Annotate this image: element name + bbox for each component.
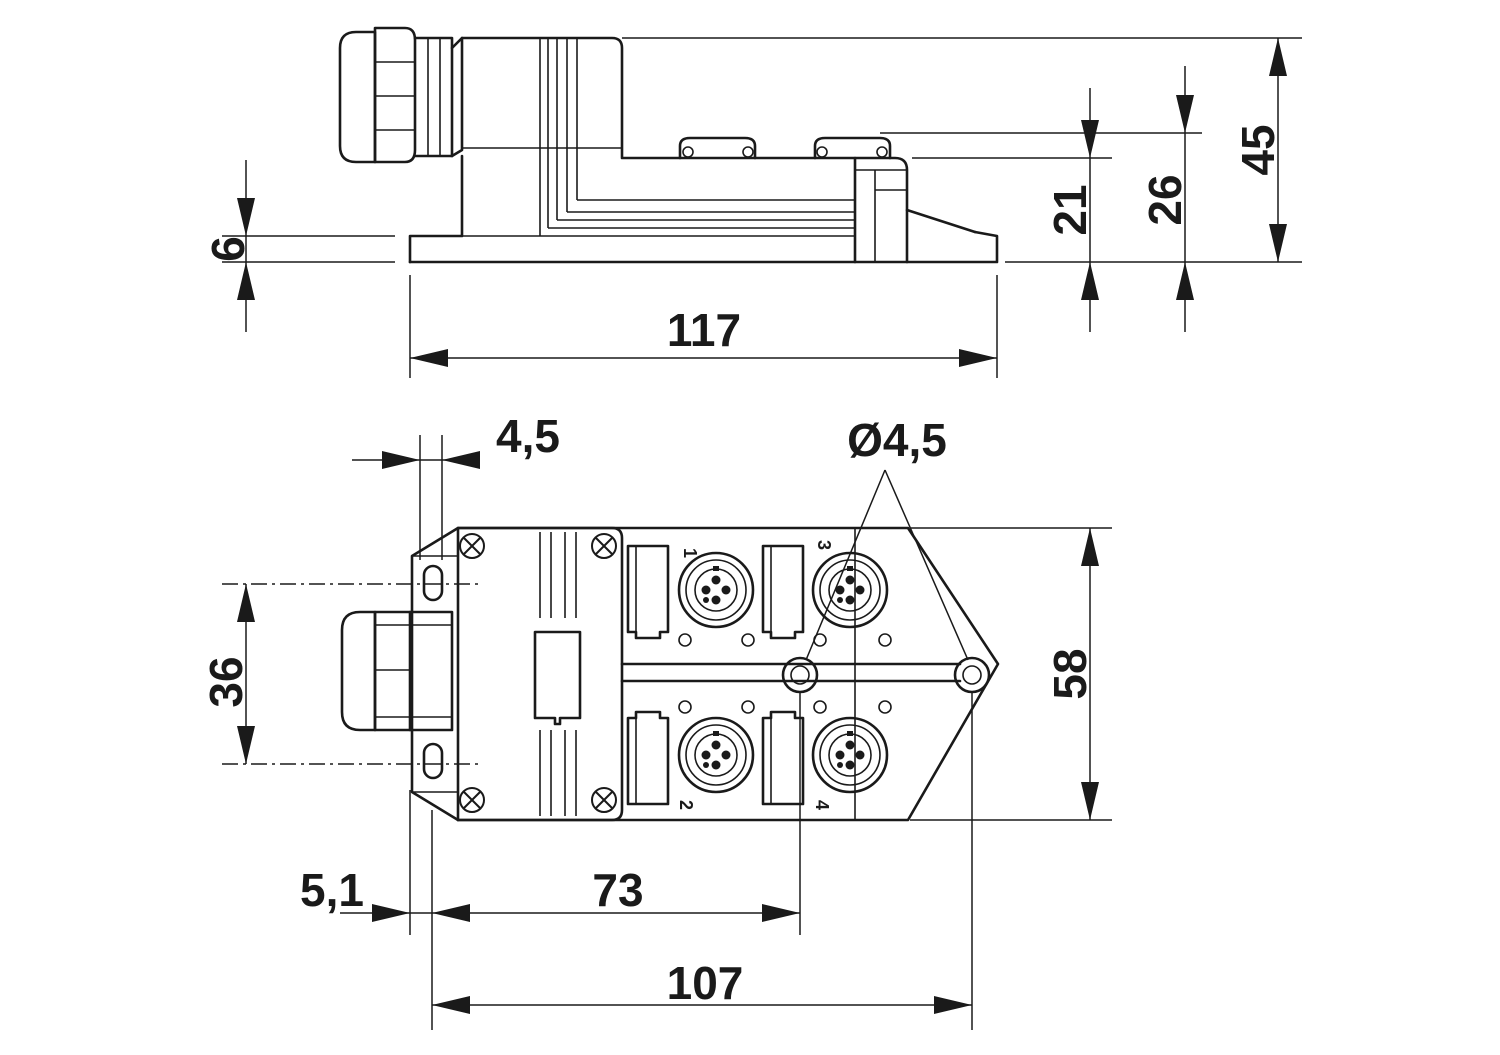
port-label-3: 3: [814, 540, 834, 550]
dim-hole-distance-short: 73: [592, 864, 643, 916]
side-connector-1: [678, 136, 757, 160]
dim-total-length: 117: [667, 304, 741, 356]
center-channel: [533, 630, 582, 726]
dim-total-height: 45: [1232, 124, 1284, 175]
side-view: 117 6 21 26 45: [202, 26, 1302, 378]
label-plate-3: [761, 544, 805, 640]
socket-port-1: [677, 551, 755, 629]
socket-port-2: [677, 716, 755, 794]
mount-slot-top: [422, 564, 444, 602]
dim-mount-spacing: 36: [200, 656, 252, 707]
side-connector-2: [813, 136, 892, 160]
port-label-2: 2: [676, 800, 696, 810]
dim-offset-left: 5,1: [300, 864, 364, 916]
dim-hole-distance-long: 107: [667, 957, 744, 1009]
base-plate: [408, 230, 999, 264]
base-left: [408, 154, 464, 264]
mount-slot-bottom: [422, 742, 444, 780]
housing-upper: [460, 36, 857, 264]
label-plate-1: [626, 544, 670, 640]
label-plate-2: [626, 710, 670, 806]
top-view: 1 2 3 4 4,5 Ø4,5 58: [200, 410, 1112, 1030]
gland-nut-top: [340, 610, 377, 732]
socket-port-4: [811, 716, 889, 794]
port-label-1: 1: [680, 548, 700, 558]
label-plate-4: [761, 710, 805, 806]
dim-offset-top: 4,5: [496, 410, 560, 462]
housing-outline: [410, 526, 1000, 822]
dim-base-height: 6: [202, 236, 254, 262]
dim-width: 58: [1044, 648, 1096, 699]
dim-hole-diameter: Ø4,5: [847, 414, 947, 466]
cable-gland-body: [373, 26, 417, 164]
dim-connector-height-a: 21: [1044, 184, 1096, 235]
mount-hole-right: [953, 656, 991, 694]
dim-connector-height-b: 26: [1139, 174, 1191, 225]
cable-gland-nut: [338, 30, 377, 164]
port-label-4: 4: [812, 800, 832, 810]
